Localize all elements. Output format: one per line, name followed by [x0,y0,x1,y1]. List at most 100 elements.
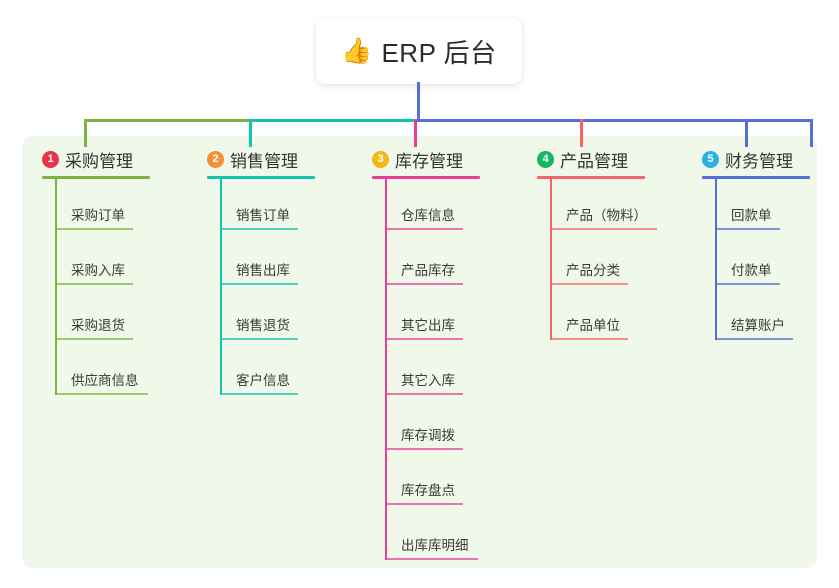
branch-spine-1 [55,179,57,395]
leaf-item-label: 产品分类 [566,263,620,278]
leaf-item-label: 出库库明细 [401,538,469,553]
leaf-item[interactable]: 产品（物料） [537,179,657,234]
branch-header-underline-4 [537,176,645,179]
connector-drop-4 [580,119,583,147]
leaf-item[interactable]: 其它出库 [372,289,480,344]
leaf-item[interactable]: 其它入库 [372,344,480,399]
leaf-item-underline [715,338,793,340]
leaf-item-label: 库存调拨 [401,428,455,443]
branch-badge-4: 4 [537,150,554,168]
leaf-item-underline [220,228,298,230]
root-node[interactable]: 👍 ERP 后台 [316,18,522,84]
leaf-item-underline [385,228,463,230]
branch-header-3[interactable]: 3 库存管理 [372,148,480,171]
branch-spine-3 [385,179,387,560]
branch-column-4: 4 产品管理产品（物料） 产品分类产品单位 [537,148,657,344]
leaf-item-label: 采购入库 [71,263,125,278]
connector-bus-segment-5 [745,119,813,122]
branch-items-2: 销售订单销售出库销售退货客户信息 [207,179,315,399]
connector-bus-segment-4 [580,119,748,122]
leaf-item-label: 客户信息 [236,373,290,388]
leaf-item[interactable]: 采购入库 [42,234,150,289]
leaf-item-underline [550,228,657,230]
leaf-item[interactable]: 付款单 [702,234,810,289]
leaf-item-label: 产品单位 [566,318,620,333]
leaf-item[interactable]: 回款单 [702,179,810,234]
leaf-item-label: 销售出库 [236,263,290,278]
branch-spine-5 [715,179,717,340]
leaf-item-underline [385,338,463,340]
branch-badge-5: 5 [702,150,719,168]
branch-items-1: 采购订单采购入库采购退货供应商信息 [42,179,150,399]
leaf-item-underline [55,393,148,395]
leaf-item-underline [220,338,298,340]
leaf-item-label: 销售订单 [236,208,290,223]
connector-drop-3 [414,119,417,147]
leaf-item-label: 其它入库 [401,373,455,388]
leaf-item-label: 采购订单 [71,208,125,223]
leaf-item-label: 付款单 [731,263,772,278]
content-panel [22,136,817,568]
leaf-item[interactable]: 供应商信息 [42,344,150,399]
connector-bus-segment-3 [414,119,583,122]
leaf-item-underline [385,393,463,395]
root-node-title: ERP 后台 [381,37,497,68]
leaf-item-underline [385,448,463,450]
branch-header-underline-2 [207,176,315,179]
branch-title-3: 库存管理 [395,151,463,171]
leaf-item-label: 结算账户 [731,318,785,333]
leaf-item[interactable]: 产品库存 [372,234,480,289]
leaf-item-underline [715,283,780,285]
connector-drop-2 [249,119,252,147]
branch-badge-3: 3 [372,150,389,168]
leaf-item-underline [55,338,133,340]
leaf-item[interactable]: 销售订单 [207,179,315,234]
branch-header-5[interactable]: 5 财务管理 [702,148,810,171]
connector-drop-5 [745,119,748,147]
branch-spine-2 [220,179,222,395]
branch-header-underline-5 [702,176,810,179]
leaf-item[interactable]: 仓库信息 [372,179,480,234]
leaf-item[interactable]: 库存盘点 [372,454,480,509]
leaf-item-underline [550,283,628,285]
leaf-item-underline [385,283,463,285]
leaf-item-underline [220,393,298,395]
leaf-item-underline [385,503,463,505]
connector-drop-6 [810,119,813,147]
leaf-item[interactable]: 采购订单 [42,179,150,234]
leaf-item-underline [550,338,628,340]
leaf-item-label: 产品库存 [401,263,455,278]
leaf-item-underline [55,228,133,230]
branch-title-5: 财务管理 [725,151,793,171]
branch-column-1: 1 采购管理采购订单采购入库采购退货供应商信息 [42,148,150,399]
branch-title-4: 产品管理 [560,151,628,171]
leaf-item-label: 回款单 [731,208,772,223]
leaf-item[interactable]: 产品分类 [537,234,645,289]
leaf-item-label: 销售退货 [236,318,290,333]
branch-badge-2: 2 [207,150,224,168]
leaf-item[interactable]: 客户信息 [207,344,315,399]
leaf-item[interactable]: 产品单位 [537,289,645,344]
branch-header-1[interactable]: 1 采购管理 [42,148,150,171]
leaf-item-underline [385,558,478,560]
branch-spine-4 [550,179,552,340]
leaf-item[interactable]: 销售出库 [207,234,315,289]
connector-root-stem [417,82,420,122]
branch-column-3: 3 库存管理仓库信息产品库存其它出库其它入库库存调拨库存盘点出库库明细 [372,148,480,564]
leaf-item[interactable]: 库存调拨 [372,399,480,454]
branch-items-4: 产品（物料） 产品分类产品单位 [537,179,657,344]
leaf-item-label: 采购退货 [71,318,125,333]
branch-badge-1: 1 [42,150,59,168]
leaf-item[interactable]: 采购退货 [42,289,150,344]
branch-title-1: 采购管理 [65,151,133,171]
branch-header-underline-3 [372,176,480,179]
leaf-item[interactable]: 出库库明细 [372,509,480,564]
leaf-item[interactable]: 销售退货 [207,289,315,344]
branch-header-4[interactable]: 4 产品管理 [537,148,645,171]
leaf-item[interactable]: 结算账户 [702,289,810,344]
thumbs-up-icon: 👍 [341,36,373,65]
root-node-content: 👍 ERP 后台 [341,33,496,70]
